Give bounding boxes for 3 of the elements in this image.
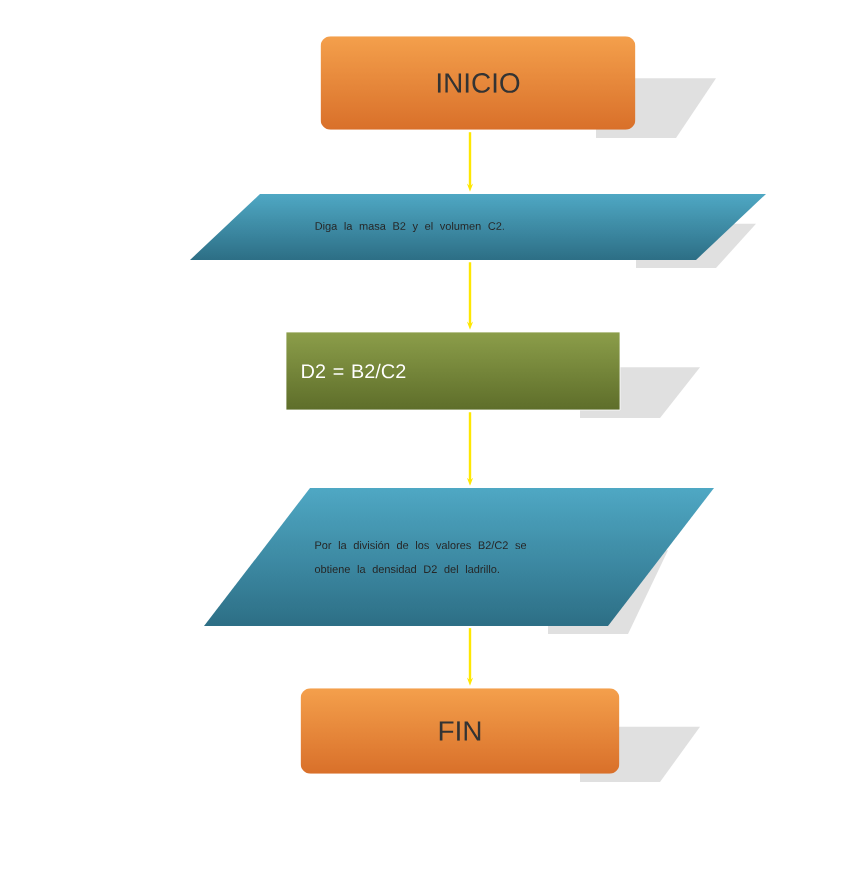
- terminal-box: FIN: [300, 688, 700, 782]
- process-box: D2 = B2/C2: [285, 331, 700, 418]
- terminal-box: INICIO: [320, 36, 716, 138]
